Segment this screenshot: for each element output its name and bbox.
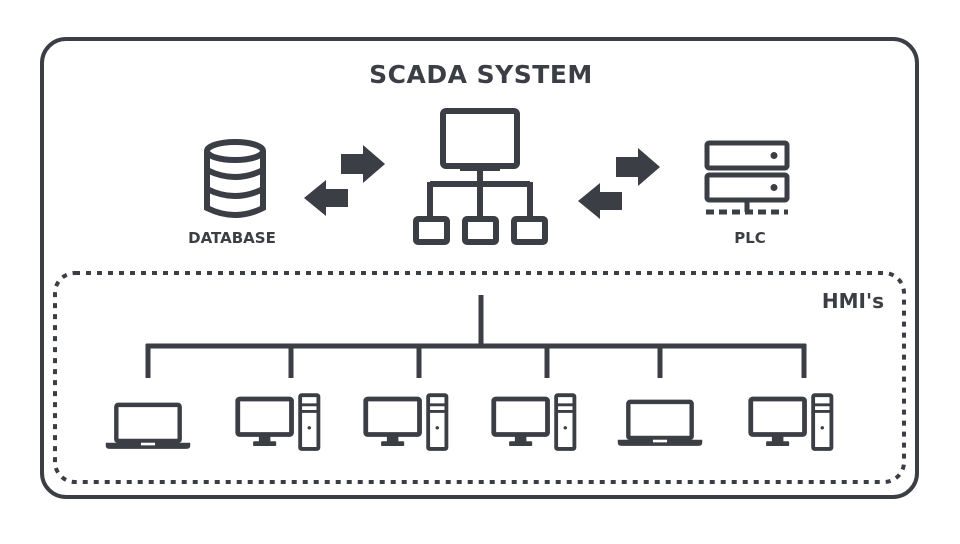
- hmi-group-label: HMI's: [821, 289, 884, 313]
- hmi-group-border: [53, 271, 906, 484]
- bidirectional-arrow-icon: [578, 148, 660, 219]
- desktop-computer-icon: [238, 395, 319, 449]
- server-rack-icon: [704, 140, 790, 215]
- laptop-icon: [618, 402, 702, 446]
- database-icon: [204, 139, 266, 218]
- laptop-icon: [106, 405, 190, 449]
- hmi-bus-connector: [145, 295, 807, 378]
- desktop-computer-icon: [366, 395, 447, 449]
- bidirectional-arrow-icon: [304, 145, 385, 216]
- desktop-computer-icon: [494, 395, 575, 449]
- outer-frame: [40, 37, 919, 499]
- plc-label: PLC: [734, 229, 766, 247]
- network-hierarchy-icon: [413, 108, 548, 245]
- desktop-computer-icon: [751, 395, 832, 449]
- diagram-title: SCADA SYSTEM: [369, 60, 593, 89]
- database-label: DATABASE: [188, 229, 276, 247]
